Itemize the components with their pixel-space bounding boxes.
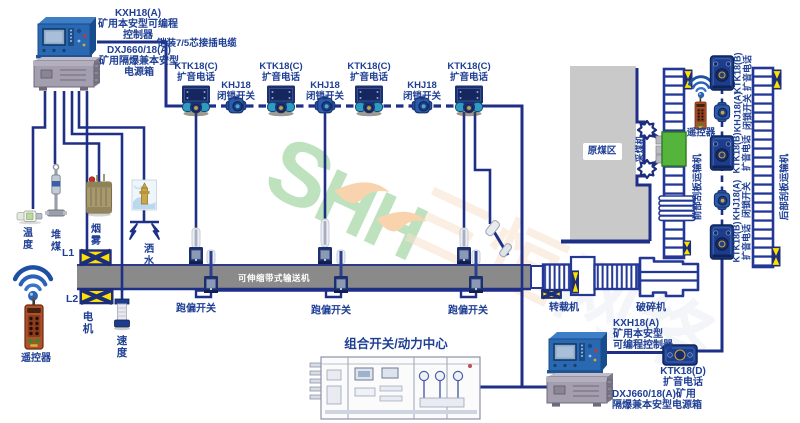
combo-switch-label: 组合开关/动力中心 <box>344 337 448 351</box>
temperature-label: 温度 <box>23 228 33 251</box>
rear-conveyor-label: 后部刮板运输机 <box>779 153 791 221</box>
motor-label: 电机 <box>82 311 94 336</box>
deviation-3-label: 跑偏开关 <box>448 305 488 317</box>
deviation-switch-pair-3 <box>456 227 484 294</box>
phone-2 <box>266 85 296 117</box>
power-box-left <box>33 56 101 92</box>
deviation-switch-pair-2 <box>317 218 349 294</box>
phone-1-label: KTK18(C)扩音电话 <box>174 61 218 83</box>
rear-conveyor-top-marker <box>772 69 782 90</box>
smoke-sensor <box>85 174 113 217</box>
drive-l1-label: L1 <box>62 247 75 259</box>
face-switch-2-label: KHJ18(A)闭锁开关 <box>731 179 752 221</box>
face-phone-2-label: KTK18(B)扩音电话 <box>731 132 752 174</box>
wifi-signal-face <box>688 75 714 100</box>
coal-pile-label: 堆煤 <box>51 230 61 253</box>
plc-controller-right <box>546 331 608 375</box>
rear-conveyor-bottom-marker <box>771 246 781 267</box>
left-power-box-label: DXJ660/18(A) 矿用隔爆兼本安型 电源箱 <box>99 45 179 79</box>
right-power-box-label: DXJ660/18(A)矿用 隔爆兼本安型电源箱 <box>612 389 702 412</box>
wifi-signal-left <box>15 267 51 300</box>
plug-connector <box>485 220 513 258</box>
face-phone-3 <box>709 224 735 260</box>
bridge-section <box>658 195 696 222</box>
remote-control-face <box>694 96 707 130</box>
left-controller-label: KXH18(A) 矿用本安型可编程 控制器 <box>98 8 178 42</box>
power-box-right <box>546 372 614 408</box>
right-controller-label: KXH18(A) 矿用本安型 可编程控制器 <box>613 318 673 352</box>
remote-face-label: 遥控器 <box>686 127 716 139</box>
deviation-1-label: 跑偏开关 <box>176 303 216 315</box>
coal-pile-sensor <box>45 163 67 217</box>
phone-ktk18d <box>662 344 698 366</box>
phone-2-label: KTK18(C)扩音电话 <box>259 61 303 83</box>
temperature-sensor <box>16 210 43 225</box>
phone-3-label: KTK18(C)扩音电话 <box>347 61 391 83</box>
drive-l2-label: L2 <box>66 293 79 305</box>
face-phone-3-label: KTK18(B)扩音电话 <box>731 221 752 263</box>
face-phone-2 <box>709 135 735 171</box>
speed-label: 速度 <box>116 335 128 360</box>
face-phone-1-label: KTK18(B)扩音电话 <box>732 52 753 94</box>
rear-scraper-conveyor <box>751 66 775 269</box>
lines-over-belt <box>120 264 524 291</box>
combo-switch-cabinet <box>309 356 481 420</box>
deviation-switch-pair-1 <box>188 227 219 294</box>
phone-4 <box>454 85 484 117</box>
transfer-machine-shape <box>530 255 640 300</box>
belt-conveyor-shape <box>77 264 531 291</box>
smoke-label: 烟雾 <box>91 224 101 247</box>
phone-ktk18d-label: KTK18(D)扩音电话 <box>660 366 706 389</box>
spray-nozzle-arrows <box>129 223 160 240</box>
trunk-cable-label: 铠装7/5芯接插电缆 <box>157 38 237 49</box>
shearer <box>636 119 687 180</box>
crusher-label: 破碎机 <box>636 302 666 314</box>
belt-drive-l1 <box>81 251 111 265</box>
crusher-shape <box>638 256 700 298</box>
deviation-2-label: 跑偏开关 <box>311 305 351 317</box>
face-switch-1-label: KHJ18(A)闭锁开关 <box>732 91 753 133</box>
coal-area-shape <box>561 66 652 244</box>
shearer-label: 采煤机 <box>634 135 645 163</box>
belt-name-label: 可伸缩带式输送机 <box>237 273 311 284</box>
belt-drive-l2 <box>81 290 113 303</box>
front-conveyor-label: 前部刮板运输机 <box>692 153 704 221</box>
spray-label: 洒水 <box>144 244 154 267</box>
remote-left-label: 遥控器 <box>21 353 51 364</box>
front-conveyor-bottom-marker <box>682 240 692 256</box>
plc-controller-left <box>35 16 97 60</box>
transfer-label: 转载机 <box>549 302 579 314</box>
speed-sensor <box>114 298 130 331</box>
remote-control-left <box>24 296 44 350</box>
face-switch-2 <box>713 189 731 211</box>
face-switch-1 <box>713 101 731 123</box>
phone-3 <box>354 85 384 117</box>
phone-4-label: KTK18(C)扩音电话 <box>447 61 491 83</box>
face-phone-1 <box>709 55 735 91</box>
water-spray-unit <box>131 179 157 211</box>
coal-area-label: 原煤区 <box>587 145 617 157</box>
